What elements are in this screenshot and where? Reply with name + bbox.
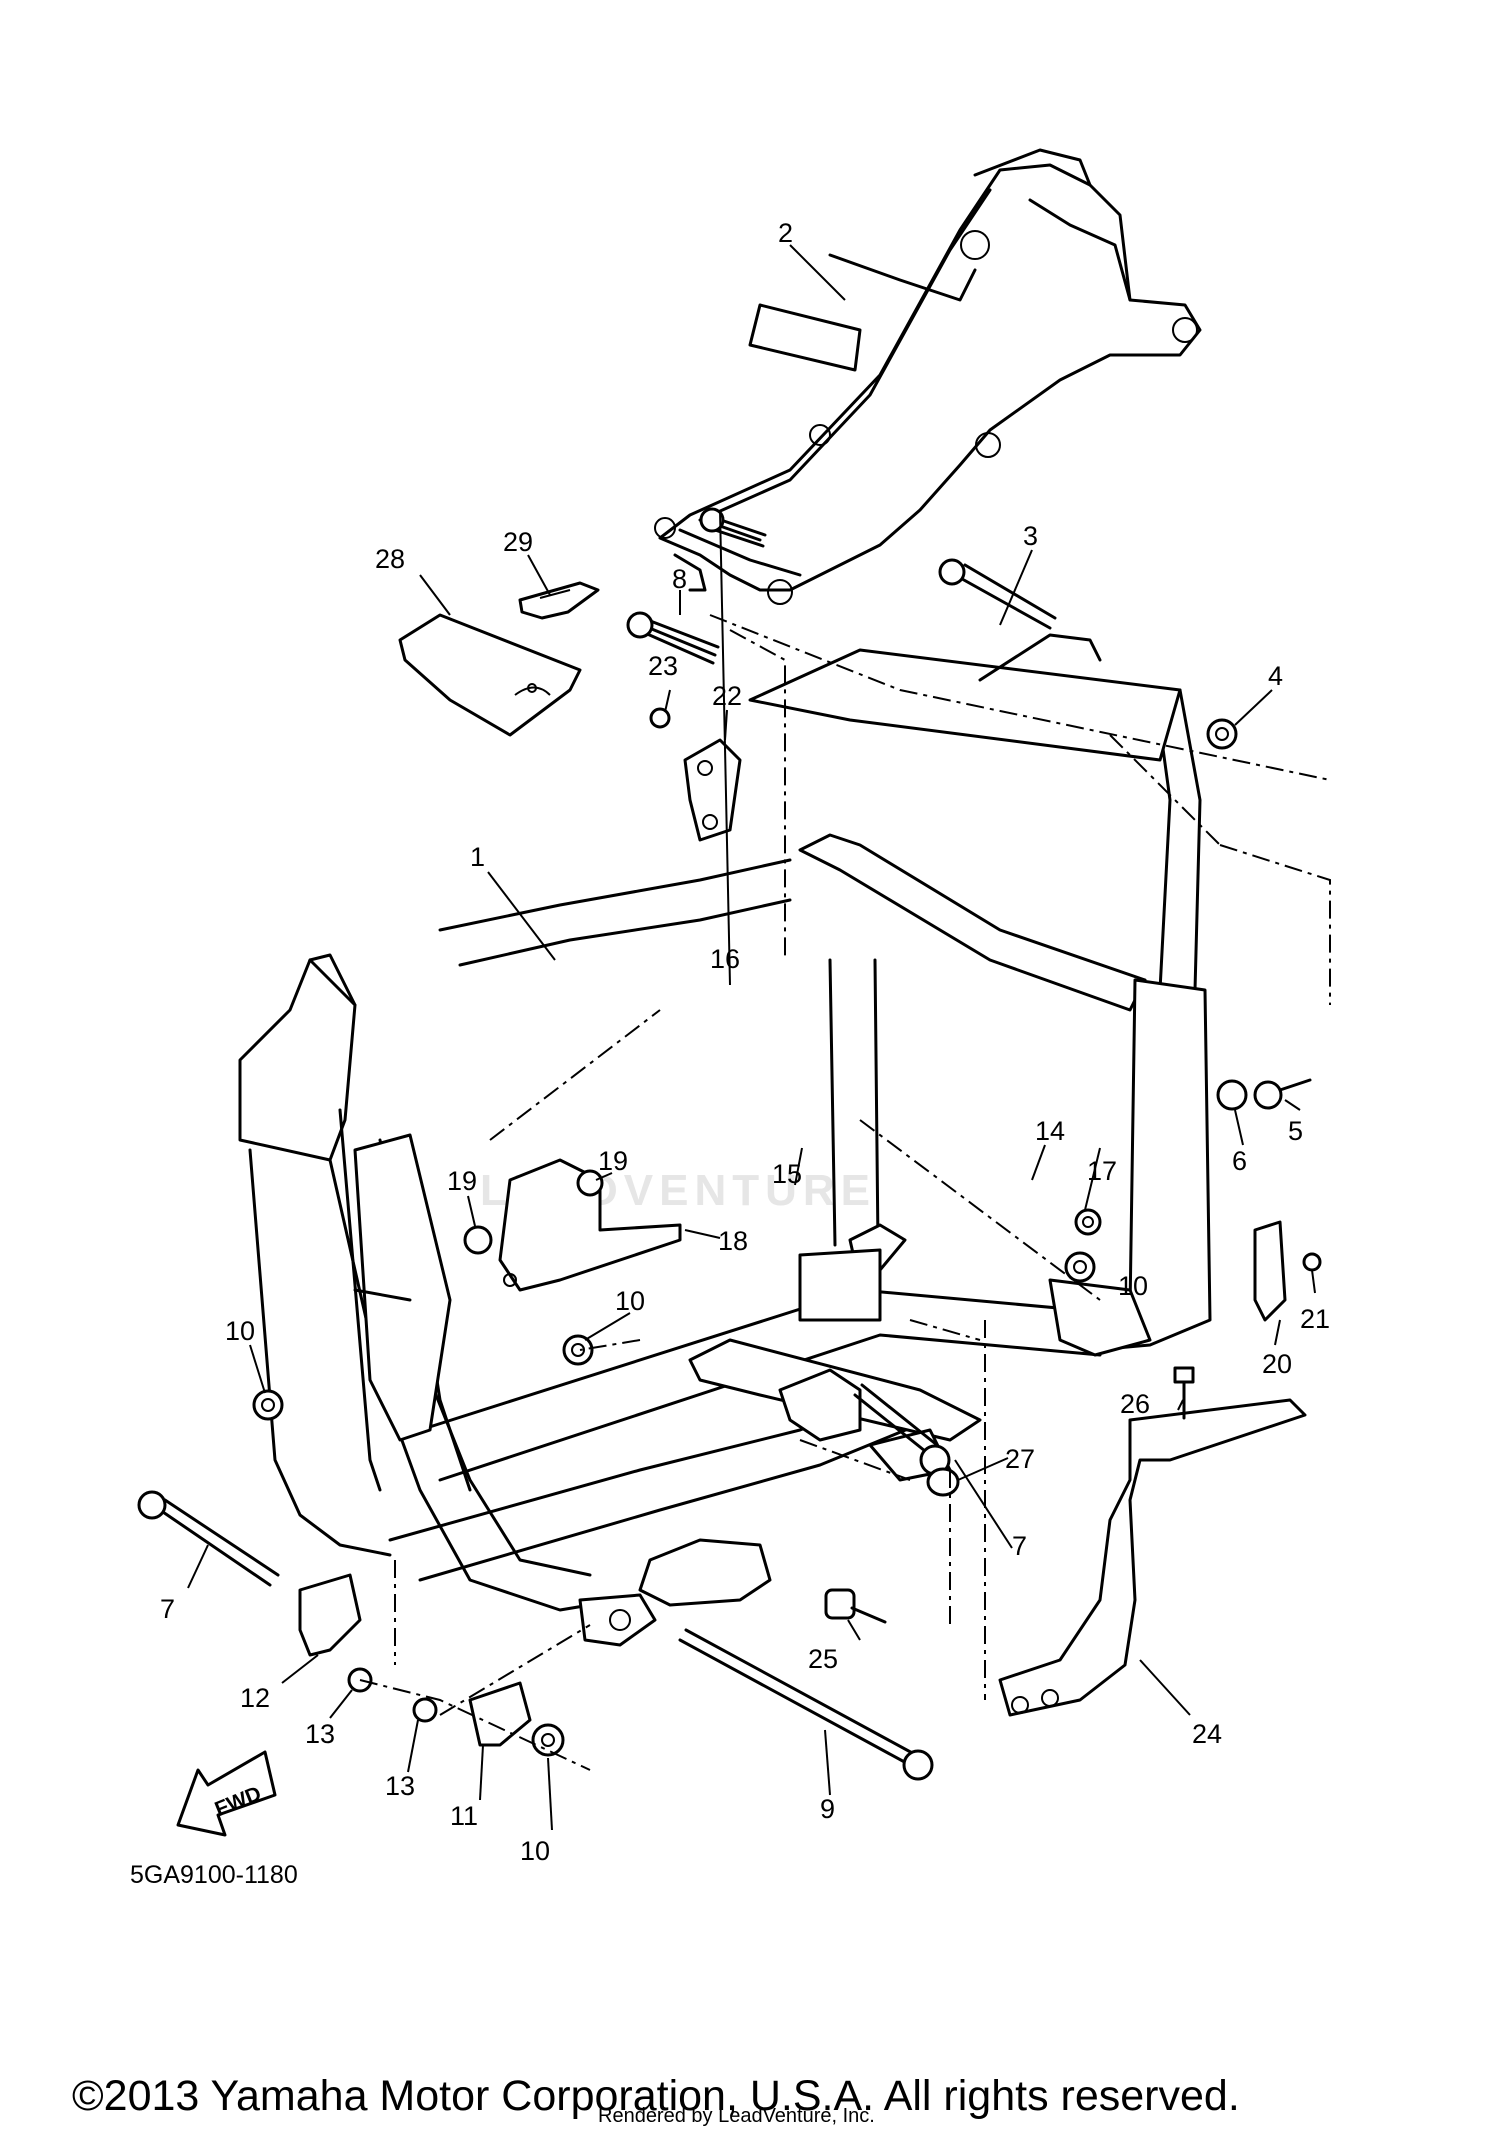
cover-part-28 <box>398 613 582 737</box>
bracket-part-22 <box>683 738 742 842</box>
callout-24: 24 <box>1192 1719 1222 1749</box>
callout-7-right: 7 <box>1012 1531 1027 1561</box>
callout-17: 17 <box>1087 1156 1117 1186</box>
callout-27: 27 <box>1005 1444 1035 1474</box>
callout-19-top: 19 <box>598 1146 628 1176</box>
nuts <box>252 718 1248 1757</box>
callout-13-right: 13 <box>385 1771 415 1801</box>
callouts: 2 3 4 28 29 23 22 1 16 8 5 6 14 17 10 15… <box>160 218 1330 1866</box>
figure-code: 5GA9100-1180 <box>130 1861 298 1889</box>
assembly-lines <box>359 614 1331 1771</box>
clip-part-29 <box>518 581 600 620</box>
callout-22: 22 <box>712 681 742 711</box>
bracket-part-20 <box>1253 1220 1287 1322</box>
callout-25: 25 <box>808 1644 838 1674</box>
callout-26: 26 <box>1120 1389 1150 1419</box>
bolts <box>137 507 1322 1781</box>
callout-3: 3 <box>1023 521 1038 551</box>
callout-8: 8 <box>672 564 687 594</box>
callout-18: 18 <box>718 1226 748 1256</box>
callout-5: 5 <box>1288 1116 1303 1146</box>
callout-12: 12 <box>240 1683 270 1713</box>
rear-subframe-part-2 <box>654 148 1202 605</box>
callout-29: 29 <box>503 527 533 557</box>
callout-16: 16 <box>710 944 740 974</box>
callout-2: 2 <box>778 218 793 248</box>
rendered-by-note: Rendered by LeadVenture, Inc. <box>598 2105 875 2127</box>
callout-7-left: 7 <box>160 1594 175 1624</box>
callout-20: 20 <box>1262 1349 1292 1379</box>
fwd-arrow-icon: FWD <box>176 1750 277 1837</box>
callout-10-left: 10 <box>225 1316 255 1346</box>
callout-15: 15 <box>772 1159 802 1189</box>
callout-28: 28 <box>375 544 405 574</box>
leader-lines <box>187 244 1316 1831</box>
bracket-part-11 <box>468 1681 532 1747</box>
bracket-part-12 <box>298 1573 362 1657</box>
callout-23: 23 <box>648 651 678 681</box>
callout-9: 9 <box>820 1794 835 1824</box>
callout-10-right: 10 <box>1118 1271 1148 1301</box>
copyright-notice: ©2013 Yamaha Motor Corporation, U.S.A. A… <box>72 2072 1240 2120</box>
callout-13-left: 13 <box>305 1719 335 1749</box>
callout-10-mid: 10 <box>615 1286 645 1316</box>
callout-4: 4 <box>1268 661 1283 691</box>
callout-21: 21 <box>1300 1304 1330 1334</box>
callout-11: 11 <box>450 1801 478 1831</box>
main-frame-part-1 <box>238 633 1212 1647</box>
bracket-part-24 <box>998 1398 1307 1717</box>
callout-14: 14 <box>1035 1116 1065 1146</box>
callout-6: 6 <box>1232 1146 1247 1176</box>
callout-19-left: 19 <box>447 1166 477 1196</box>
callout-1: 1 <box>470 842 485 872</box>
callout-10-bottom: 10 <box>520 1836 550 1866</box>
bracket-part-18 <box>498 1158 682 1292</box>
